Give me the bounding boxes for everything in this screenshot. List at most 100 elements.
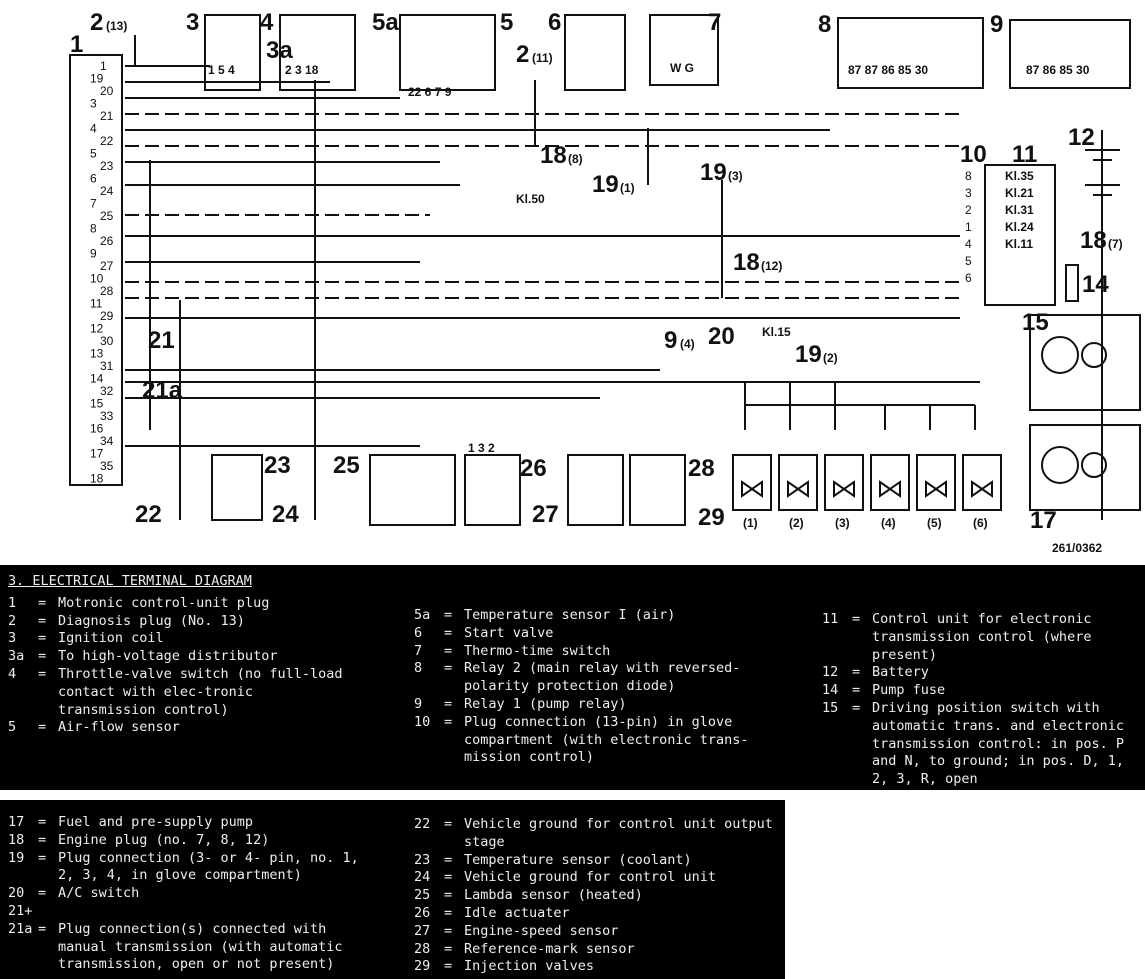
label-18-12-sub: (12) <box>761 259 782 273</box>
plug-10-pin: 6 <box>965 271 972 285</box>
label-15: 15 <box>1022 309 1049 336</box>
plug-1-pin: 15 <box>90 397 104 411</box>
legend-equals: = <box>444 642 453 659</box>
label-19-1-sub: (1) <box>620 181 635 195</box>
injector-valve-box <box>778 454 818 511</box>
coil-pins: 1 5 4 <box>208 63 235 77</box>
legend-number: 5a <box>414 607 431 623</box>
legend-text: Lambda sensor (heated) <box>464 887 643 904</box>
injector-number: (2) <box>789 516 804 530</box>
legend-equals: = <box>38 920 47 937</box>
legend-text: Fuel and pre-supply pump <box>58 814 254 830</box>
motor-m-2 <box>1081 452 1107 478</box>
legend-number: 22 <box>414 816 431 832</box>
legend-text: Idle actuater <box>464 904 570 921</box>
legend-text: Diagnosis plug (No. 13) <box>58 612 245 629</box>
legend-number: 12 <box>822 664 839 681</box>
legend-equals: = <box>444 940 453 957</box>
legend-equals: = <box>444 660 453 677</box>
legend-equals: = <box>852 682 861 699</box>
relay2-pins: 87 87 86 85 30 <box>848 63 928 77</box>
legend-number: 21a <box>8 920 33 937</box>
legend-item: 24 = Vehicle ground for control unit <box>414 869 784 887</box>
legend-number: 10 <box>414 713 431 730</box>
label-2: 2 <box>90 9 103 36</box>
plug-1-pin: 31 <box>100 359 114 373</box>
plug-1-pin: 24 <box>100 184 114 198</box>
legend-equals: = <box>38 665 47 682</box>
label-17: 17 <box>1030 507 1057 534</box>
label-2-11: 2 <box>516 41 529 68</box>
legend-equals: = <box>444 869 453 886</box>
label-27: 27 <box>532 501 559 528</box>
legend-number: 28 <box>414 940 431 957</box>
component-labels: 1 2 (13) 3 3a 4 5a 5 6 7 8 9 1 5 4 2 3 1… <box>70 9 1123 555</box>
label-12: 12 <box>1068 124 1095 151</box>
valve-icon <box>741 480 763 498</box>
kl-terminal: Kl.24 <box>1005 220 1034 234</box>
plug-1-pin: 26 <box>100 234 114 248</box>
thermo-time-switch-box <box>649 14 719 86</box>
injector-valve-box <box>916 454 956 511</box>
relay-2-box <box>837 17 984 89</box>
plug-1-pin: 27 <box>100 259 114 273</box>
plug-1-pin: 35 <box>100 459 114 473</box>
legend-item: 21+ <box>8 903 368 921</box>
legend-item: 20=A/C switch <box>8 885 368 903</box>
label-kl50: Kl.50 <box>516 192 545 206</box>
plug-1-pin: 16 <box>90 422 104 436</box>
plug-1-outline <box>69 54 123 486</box>
plug-1-pin: 9 <box>90 247 97 261</box>
legend-equals: = <box>852 664 861 681</box>
label-5: 5 <box>500 9 513 36</box>
plug-1-pin: 20 <box>100 84 114 98</box>
ignition-coil-box <box>204 14 261 91</box>
legend-number: 23 <box>414 851 431 868</box>
legend-equals: = <box>444 607 453 623</box>
label-9-4: 9 <box>664 327 677 354</box>
label-3: 3 <box>186 9 199 36</box>
injector-number: (3) <box>835 516 850 530</box>
legend-number: 21+ <box>8 902 33 919</box>
label-11: 11 <box>1012 141 1037 168</box>
legend-equals: = <box>38 719 47 736</box>
relay1-pins: 87 86 85 30 <box>1026 63 1090 77</box>
legend-text: Throttle-valve switch (no full-load cont… <box>58 665 343 718</box>
legend-number: 24 <box>414 869 431 886</box>
plug-1-pin: 21 <box>100 109 114 123</box>
legend-equals: = <box>444 887 453 904</box>
legend-equals: = <box>38 648 47 665</box>
label-25: 25 <box>333 452 360 479</box>
valve-icon <box>879 480 901 498</box>
legend-number: 3 <box>8 630 17 647</box>
legend-item: 19=Plug connection (3- or 4- pin, no. 1,… <box>8 850 368 886</box>
injector-number: (6) <box>973 516 988 530</box>
wiring-diagram: (1)(2)(3)(4)(5)(6) 119203214225236247258… <box>69 9 1141 555</box>
plug-1-pin: 8 <box>90 222 97 236</box>
label-8: 8 <box>818 11 831 38</box>
legend-item: 26=Idle actuater <box>414 905 784 923</box>
legend-item: 27=Engine-speed sensor <box>414 923 784 941</box>
lambda-sensor-box <box>369 454 456 526</box>
legend-text: A/C switch <box>58 885 140 902</box>
legend-item: 12=Battery <box>822 664 1145 682</box>
legend-number: 15 <box>822 699 839 716</box>
legend-text: Engine plug (no. 7, 8, 12) <box>58 831 270 848</box>
label-18-7-sub: (7) <box>1108 237 1123 251</box>
motor-circle-1 <box>1041 336 1079 374</box>
legend-text: Vehicle ground for control unit <box>464 869 716 886</box>
plug-1-pin: 30 <box>100 334 114 348</box>
throttle-pins: 2 3 18 <box>285 63 319 77</box>
plug-1-pin: 29 <box>100 309 114 323</box>
plug-1-pins: 1192032142252362472582692710281129123013… <box>90 59 114 486</box>
legend-text: Vehicle ground for control unit output s… <box>464 816 773 850</box>
injector-valve-box <box>962 454 1002 511</box>
label-24: 24 <box>272 501 299 528</box>
legend-number: 29 <box>414 958 431 975</box>
label-28: 28 <box>688 455 715 482</box>
plug-1-pin: 34 <box>100 434 114 448</box>
label-18-7: 18 <box>1080 227 1107 254</box>
